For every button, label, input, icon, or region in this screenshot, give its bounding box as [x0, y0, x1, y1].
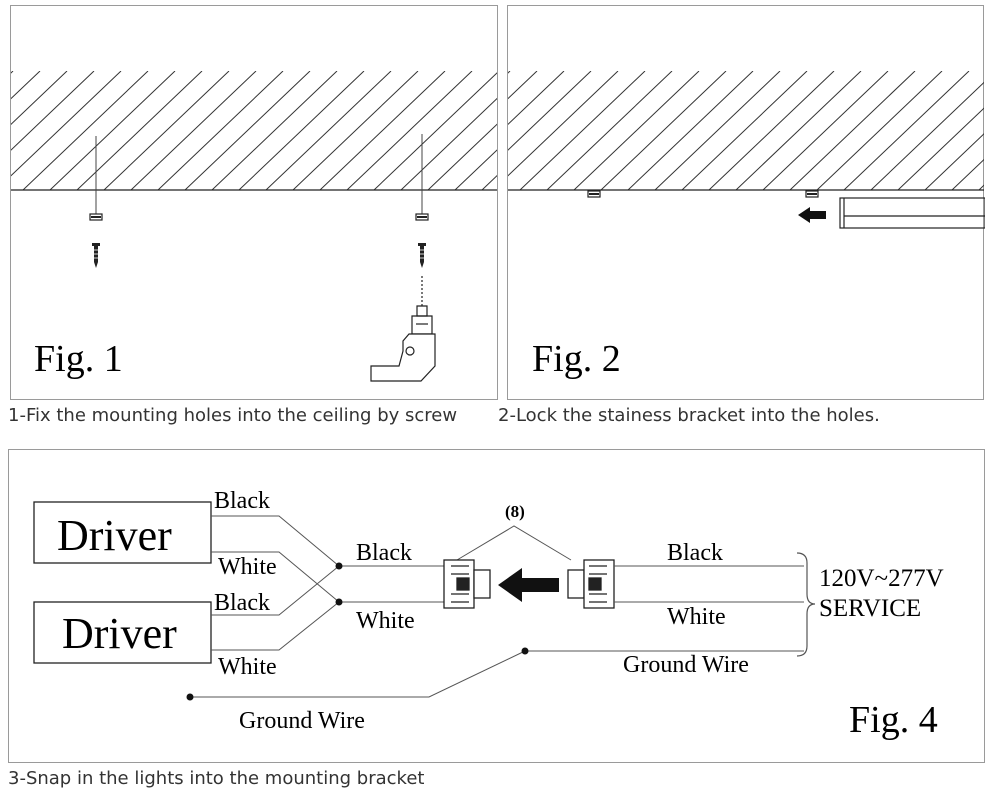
hatch-line: [573, 71, 700, 190]
fig4-panel: Driver Driver Black White Black White Bl…: [8, 449, 985, 763]
hatch-line: [816, 71, 943, 190]
wire-label-white-1: White: [218, 554, 277, 580]
hatch-line: [897, 107, 984, 190]
hatch-line: [265, 71, 392, 190]
hatch-line: [627, 71, 754, 190]
hatch-line: [843, 71, 970, 190]
hatch-line: [519, 71, 646, 190]
driver-wires: [211, 515, 444, 651]
fig2-drawing: Fig. 2: [508, 71, 985, 380]
hatch-line: [11, 71, 68, 126]
fig1-panel: Fig. 1: [10, 5, 498, 400]
hatch-line: [654, 71, 781, 190]
driver-box-top: [33, 501, 212, 564]
anchor-icon: [587, 190, 601, 198]
anchor-icon: [418, 243, 426, 268]
driver-box-bottom: [33, 601, 212, 664]
ceiling-hatch: [508, 71, 984, 190]
hatch-line: [681, 71, 808, 190]
wire-label-white-service: White: [667, 604, 726, 630]
wire-label-black-service: Black: [667, 540, 723, 566]
fig2-label: Fig. 2: [532, 338, 621, 380]
anchor-icon: [805, 190, 819, 198]
step3-caption: 3-Snap in the lights into the mounting b…: [8, 768, 425, 789]
hatch-line: [508, 71, 565, 126]
hatch-line: [22, 71, 149, 190]
hatch-line: [292, 71, 419, 190]
hatch-line: [735, 71, 862, 190]
hatch-line: [708, 71, 835, 190]
hatch-line: [600, 71, 727, 190]
hatch-line: [924, 133, 984, 190]
wire-label-black-mid: Black: [356, 540, 412, 566]
hatch-line: [238, 71, 365, 190]
fig4-label: Fig. 4: [849, 699, 938, 741]
connector-icon: [567, 559, 615, 609]
drill-icon: [370, 276, 436, 382]
hatch-line: [427, 123, 497, 190]
hatch-line: [373, 72, 497, 190]
hatch-line: [508, 71, 538, 100]
screw-icon: [415, 134, 429, 221]
driver-label-bottom: Driver: [62, 609, 177, 658]
wire-label-white-2: White: [218, 654, 277, 680]
service-wires: [190, 565, 804, 698]
hatch-line: [508, 71, 619, 177]
hatch-line: [870, 81, 984, 190]
hatch-line: [184, 71, 311, 190]
hatch-line: [546, 71, 673, 190]
anchor-icon: [92, 243, 100, 268]
ceiling-hatch: [11, 71, 497, 190]
hatch-line: [157, 71, 284, 190]
service-label: SERVICE: [819, 595, 921, 622]
wire-label-black-2: Black: [214, 590, 270, 616]
wire-label-black-1: Black: [214, 488, 270, 514]
hatch-line: [11, 71, 122, 177]
hatch-line: [319, 71, 446, 190]
fig1-label: Fig. 1: [34, 338, 123, 380]
hatch-line: [103, 71, 230, 190]
wire-label-white-mid: White: [356, 608, 415, 634]
hatch-line: [130, 71, 257, 190]
ground-wire-label-service: Ground Wire: [623, 652, 749, 678]
hatch-line: [951, 158, 984, 190]
driver-label-top: Driver: [57, 511, 172, 560]
hatch-line: [508, 71, 592, 151]
hatch-line: [789, 71, 916, 190]
hatch-line: [346, 71, 473, 190]
hatch-line: [400, 97, 497, 190]
service-brace: [796, 552, 816, 657]
hatch-line: [508, 71, 511, 74]
service-voltage: 120V~277V: [819, 565, 944, 592]
connector-callout: (8): [505, 502, 525, 521]
screw-icon: [89, 136, 103, 221]
hatch-line: [211, 71, 338, 190]
wiring-diagram: Driver Driver Black White Black White Bl…: [33, 488, 944, 741]
hatch-line: [978, 184, 984, 190]
ground-wire-label-driver: Ground Wire: [239, 708, 365, 734]
connector-icon: [443, 559, 491, 609]
step2-caption: 2-Lock the stainess bracket into the hol…: [498, 405, 880, 426]
hatch-line: [49, 71, 176, 190]
fig1-drawing: Fig. 1: [11, 71, 497, 382]
hatch-line: [454, 149, 497, 190]
hatch-line: [11, 71, 41, 100]
fig2-panel: Fig. 2: [507, 5, 985, 400]
hatch-line: [11, 71, 14, 74]
arrow-left-icon: [498, 568, 559, 602]
bracket-icon: [839, 197, 985, 229]
hatch-line: [11, 71, 95, 151]
hatch-line: [76, 71, 203, 190]
hatch-line: [762, 71, 889, 190]
step1-caption: 1-Fix the mounting holes into the ceilin…: [8, 405, 458, 426]
arrow-left-icon: [798, 207, 826, 223]
